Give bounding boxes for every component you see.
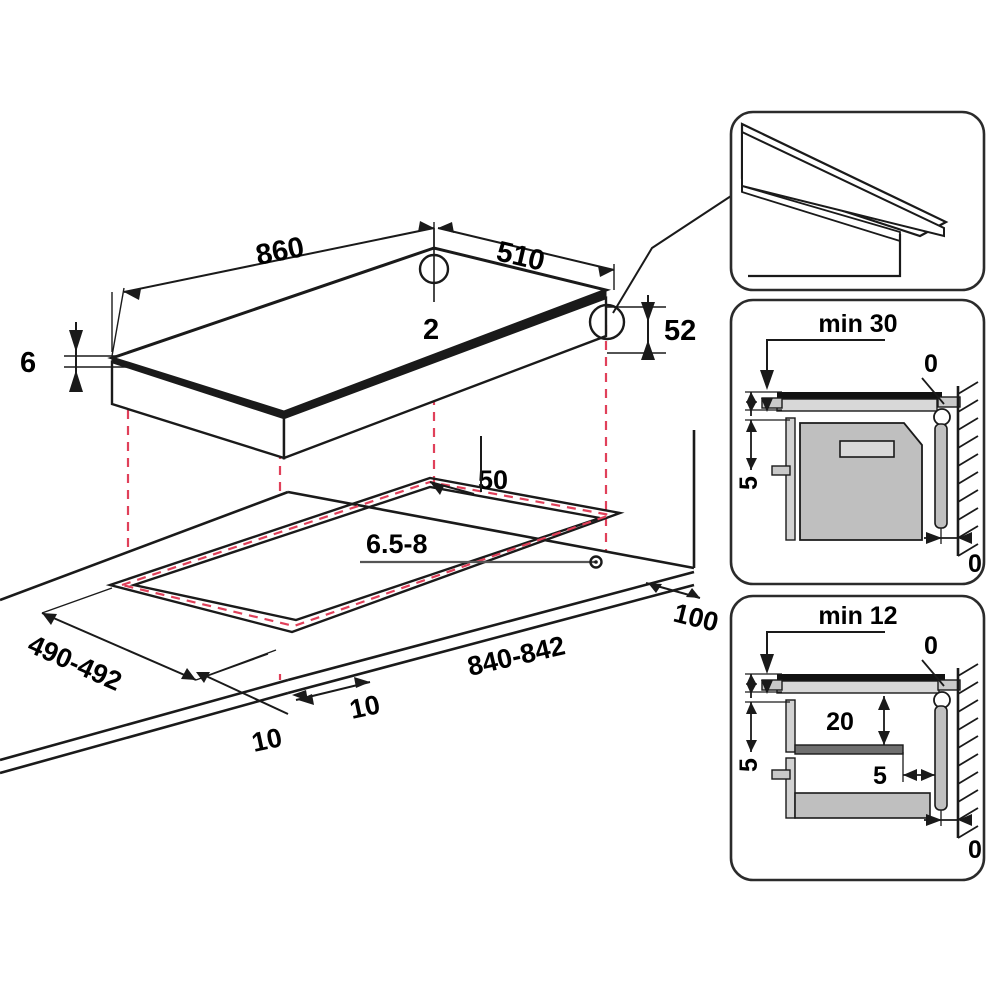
min30-seal-circle <box>933 408 951 426</box>
label-min12-title: min 12 <box>818 602 897 630</box>
worktop-slab <box>0 430 696 775</box>
min12-hob-glass <box>777 674 945 681</box>
panel-min12: min 12 <box>729 594 986 882</box>
label-min30-title: min 30 <box>818 310 897 338</box>
min12-drawer-bracket <box>771 769 791 780</box>
min30-oven-handle <box>839 440 895 458</box>
label-hob-thickness-6: 6 <box>20 347 36 379</box>
min30-wall <box>956 381 979 557</box>
label-corner-radius-50: 50 <box>478 465 508 495</box>
min30-clearance-dim <box>745 391 790 470</box>
min12-clearance-dim <box>745 673 790 752</box>
min12-clip-right <box>937 679 961 691</box>
dim-margin-left-10 <box>196 649 289 715</box>
min12-separator-panel <box>794 744 904 755</box>
label-min30-side-clearance: 5 <box>735 476 763 490</box>
worktop-thickness-leader <box>360 555 603 569</box>
main-isometric-view: 50 6.5-8 100 490-492 <box>0 195 732 775</box>
label-min12-rear-clearance: 5 <box>873 762 887 790</box>
cutout-tolerance-outline <box>118 480 615 628</box>
min12-rear-rail <box>934 705 948 811</box>
label-worktop-thickness: 6.5-8 <box>366 529 428 559</box>
min30-hob-body <box>776 398 938 412</box>
min30-title-leader <box>760 339 885 390</box>
min30-cabinet-left-wall <box>785 417 796 541</box>
dim-margin-front-10 <box>295 677 371 705</box>
label-min30-gap-bottom: 0 <box>968 550 982 578</box>
min30-rear-rail <box>934 423 948 529</box>
dim-edge-52 <box>607 295 666 360</box>
dim-hob-depth-510 <box>433 222 615 302</box>
label-min30-gap-top: 0 <box>924 350 938 378</box>
min12-drawer-gap-dim <box>878 696 890 745</box>
callout-leader-to-detail <box>612 195 732 314</box>
min12-title-leader <box>760 631 885 674</box>
min30-hob-glass <box>777 392 942 399</box>
min30-gap-top-leader <box>921 377 945 405</box>
min12-rear-clearance-dim <box>902 752 935 782</box>
dim-rear-gap-100 <box>645 582 701 599</box>
detail-support-bracket <box>748 234 902 278</box>
dim-hob-width-860 <box>111 221 435 357</box>
hob-body <box>107 246 612 460</box>
callout-circle-corner-radius <box>418 253 450 285</box>
min12-hob-body <box>776 680 940 694</box>
min12-cabinet-wall-upper <box>785 699 796 753</box>
min30-oven-bracket <box>771 465 791 476</box>
min12-wall <box>956 663 979 839</box>
min12-gap-bottom-dim <box>924 810 972 826</box>
label-min12-drawer-gap: 20 <box>826 708 854 736</box>
min12-drawer-body <box>794 792 931 819</box>
callout-circle-edge-detail <box>588 303 626 341</box>
label-min12-gap-bottom: 0 <box>968 836 982 864</box>
label-corner-radius-2: 2 <box>423 314 439 346</box>
min12-cabinet-wall-lower <box>785 757 796 819</box>
label-margin-left-10: 10 <box>249 722 285 758</box>
dim-hob-thickness-6 <box>64 292 126 392</box>
label-edge-52: 52 <box>664 315 696 347</box>
label-min12-side-clearance: 5 <box>735 758 763 772</box>
min30-gap-bottom-dim <box>924 528 972 544</box>
min12-gap-top-leader <box>921 659 945 687</box>
panel-corner-detail <box>729 110 986 292</box>
panel-min30: min 30 <box>729 298 986 586</box>
corner-radius-50-leader <box>429 481 475 495</box>
label-min12-gap-top: 0 <box>924 632 938 660</box>
label-margin-front-10: 10 <box>347 689 383 725</box>
min30-clip-right <box>937 396 961 408</box>
